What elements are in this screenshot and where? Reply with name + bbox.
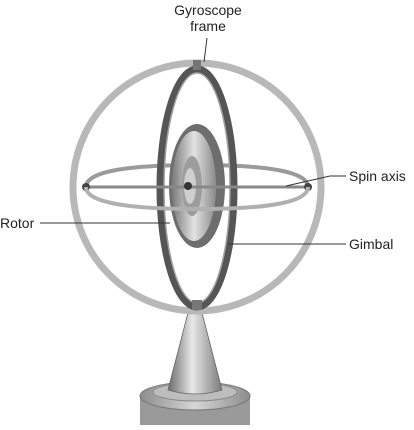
gyroscope-frame-label-line1: Gyroscope: [174, 2, 242, 18]
gyroscope-frame-label: Gyroscope frame: [170, 2, 246, 34]
spin-ring-front: [84, 186, 310, 212]
stand-cone: [167, 304, 223, 395]
spin-axis-label: Spin axis: [349, 168, 406, 184]
leader-lines: [40, 37, 346, 245]
rotor-label: Rotor: [0, 215, 35, 231]
gimbal-label: Gimbal: [349, 236, 394, 252]
gyroscope-frame-label-line2: frame: [190, 18, 226, 34]
